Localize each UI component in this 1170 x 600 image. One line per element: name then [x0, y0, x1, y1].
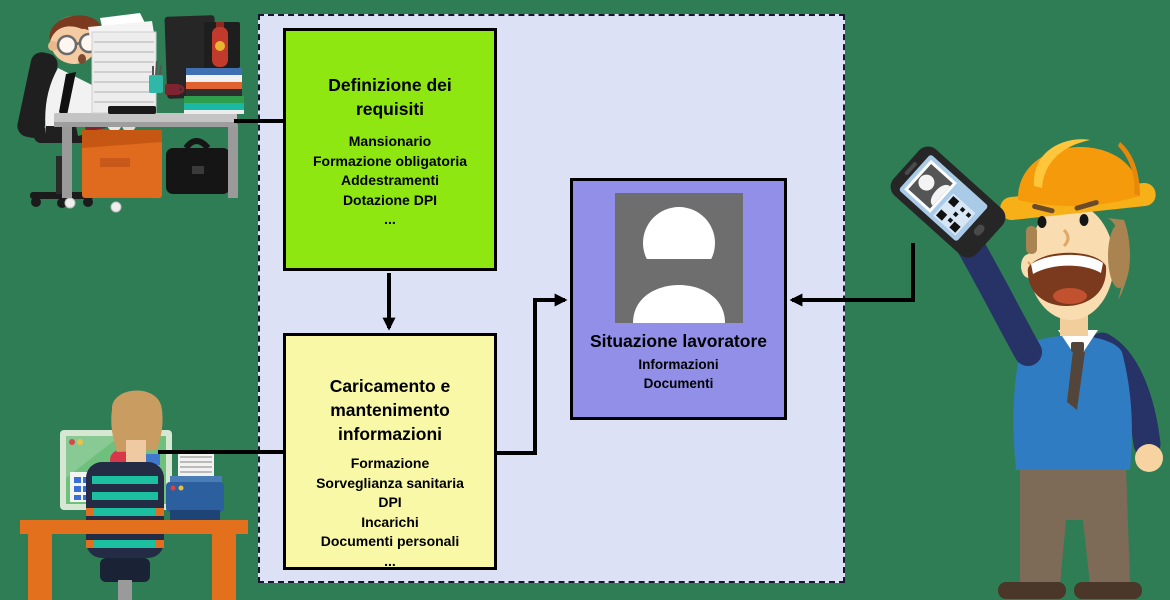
list-item: Dotazione DPI	[342, 191, 438, 208]
box-title: Caricamento e mantenimento informazioni	[329, 376, 451, 444]
box-title: Situazione lavoratore	[590, 331, 767, 351]
list-item: DPI	[378, 494, 402, 510]
desk	[54, 113, 238, 198]
desk-items	[88, 13, 244, 114]
list-item: Addestramenti	[340, 172, 440, 188]
office-clerk-illustration	[17, 13, 244, 213]
caricamento-items: Formazione Sorveglianza sanitaria DPI In…	[296, 454, 484, 571]
smartphone	[890, 146, 1006, 258]
list-item: Incarichi	[361, 513, 419, 530]
box-caricamento-informazioni: Caricamento e mantenimento informazioni …	[283, 333, 497, 570]
list-item: Informazioni	[638, 357, 719, 372]
printer	[166, 452, 224, 522]
phone-qr-code	[933, 193, 976, 236]
list-item: Documenti	[643, 375, 714, 391]
backoffice-operator-illustration	[20, 390, 248, 600]
situazione-items: Informazioni Documenti	[577, 356, 780, 393]
list-item: Sorveglianza sanitaria	[316, 474, 464, 491]
orange-desk	[20, 520, 248, 600]
construction-worker-illustration	[890, 139, 1163, 599]
worker-face-features	[1027, 200, 1107, 306]
list-item: ...	[384, 552, 396, 569]
list-item: Mansionario	[348, 133, 432, 149]
worker-avatar-icon	[614, 193, 743, 323]
worker-legs	[998, 466, 1142, 599]
list-item: Formazione obligatoria	[312, 152, 467, 169]
list-item: ...	[384, 211, 396, 227]
box-definizione-requisiti: Definizione dei requisiti Mansionario Fo…	[283, 28, 497, 271]
worker-body	[1013, 330, 1132, 470]
hard-hat	[1000, 139, 1156, 221]
list-item: Formazione	[350, 455, 430, 471]
box-title: Definizione dei requisiti	[328, 75, 452, 119]
phone-avatar-photo	[904, 159, 957, 213]
list-item: Documenti personali	[320, 533, 460, 549]
box-situazione-lavoratore: Situazione lavoratore Informazioni Docum…	[570, 178, 787, 420]
requisiti-items: Mansionario Formazione obligatoria Addes…	[296, 132, 484, 230]
